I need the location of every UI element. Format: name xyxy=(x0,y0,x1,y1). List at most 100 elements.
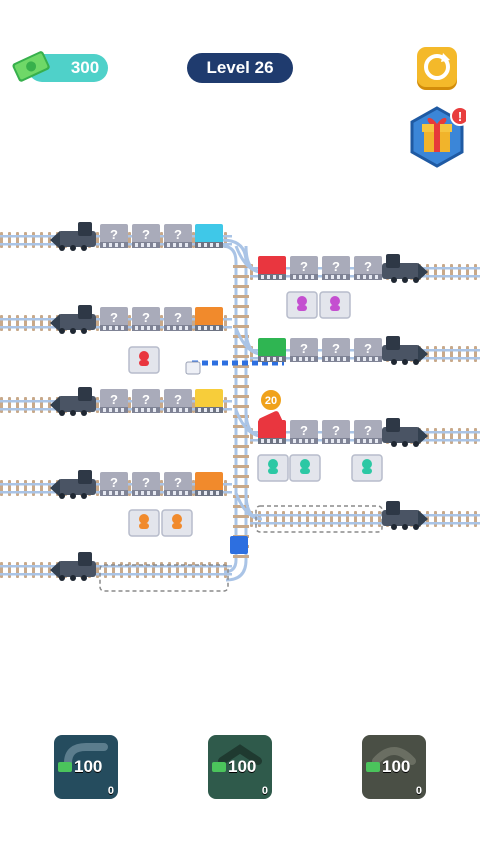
wagon-window xyxy=(299,357,302,361)
cash-value: 300 xyxy=(70,58,100,77)
mystery-label: ? xyxy=(300,259,308,274)
passenger-icon xyxy=(268,459,278,469)
wagon-window xyxy=(115,491,118,495)
mystery-wagon: ? xyxy=(290,256,318,280)
track-tie xyxy=(442,428,445,444)
track-tie xyxy=(192,480,195,496)
wagon-window xyxy=(375,275,378,279)
wagon-window xyxy=(325,275,328,279)
wagon-base xyxy=(258,438,286,444)
mystery-label: ? xyxy=(332,259,340,274)
track-shop-item-3[interactable]: 100 0 xyxy=(362,735,426,799)
wagon-window xyxy=(198,491,201,495)
wagon-window xyxy=(369,439,372,443)
track-tie xyxy=(442,511,445,527)
wagon-window xyxy=(167,491,170,495)
locomotive xyxy=(382,501,428,530)
track-tie xyxy=(160,232,163,248)
track-tie xyxy=(434,346,437,362)
wagon-window xyxy=(167,408,170,412)
wagon-base xyxy=(322,274,350,280)
locomotive-nose xyxy=(50,561,60,579)
switch-tie xyxy=(233,515,249,518)
passenger-icon xyxy=(139,351,149,361)
wagon-window xyxy=(103,243,106,247)
money-icon xyxy=(58,762,72,772)
wagon-window xyxy=(267,439,270,443)
wheel xyxy=(70,410,76,416)
notification-badge-text: ! xyxy=(458,109,462,124)
wagon-body xyxy=(164,472,192,494)
switch-tie xyxy=(233,355,249,358)
track-tie xyxy=(8,397,11,413)
wagon-window xyxy=(267,357,270,361)
wagon-window xyxy=(179,408,182,412)
wheel xyxy=(413,441,419,447)
track-tie xyxy=(458,511,461,527)
track-tie xyxy=(8,562,11,578)
switch-tie xyxy=(233,485,249,488)
wagon-body xyxy=(132,307,160,329)
track-tie xyxy=(40,562,43,578)
wheel xyxy=(70,245,76,251)
passenger-icon xyxy=(300,459,310,469)
wagon-window xyxy=(179,243,182,247)
track-tie xyxy=(378,511,381,527)
wagon-window xyxy=(369,357,372,361)
wagon-body xyxy=(354,420,382,442)
wagon-window xyxy=(185,491,188,495)
locomotive-nose xyxy=(50,479,60,497)
wagon-window xyxy=(173,408,176,412)
wagon-body xyxy=(164,307,192,329)
switch-tie xyxy=(233,445,249,448)
switch-tie xyxy=(233,495,249,498)
track-row-4-right xyxy=(250,511,480,527)
track-tie xyxy=(450,264,453,280)
passenger-body xyxy=(139,360,149,366)
track-shop-item-2[interactable]: 100 0 xyxy=(208,735,272,799)
mystery-wagon: ? xyxy=(132,472,160,496)
track-tie xyxy=(466,428,469,444)
cargo-wagon xyxy=(195,389,223,413)
wagon-base xyxy=(100,325,128,331)
passenger-body xyxy=(172,523,182,529)
wagon-base xyxy=(290,274,318,280)
track-tie xyxy=(266,511,269,527)
wagon-base xyxy=(354,438,382,444)
mystery-label: ? xyxy=(142,227,150,242)
restart-button[interactable] xyxy=(417,47,457,87)
timer-bomb: 20 xyxy=(258,388,284,433)
track-tie xyxy=(434,511,437,527)
wagon-base xyxy=(354,274,382,280)
track-shop-item-1[interactable]: 100 0 xyxy=(54,735,118,799)
track-tie xyxy=(160,397,163,413)
track-tie xyxy=(442,264,445,280)
track-tie xyxy=(160,315,163,331)
locomotive-cab xyxy=(78,305,92,319)
wagon-window xyxy=(121,491,124,495)
rail xyxy=(0,573,232,576)
wagon-window xyxy=(135,243,138,247)
track-tie xyxy=(0,480,3,496)
wheel xyxy=(59,575,65,581)
gift-button[interactable]: ! xyxy=(408,104,470,170)
wagon-window xyxy=(103,491,106,495)
wagon-base xyxy=(100,407,128,413)
wagon-body xyxy=(258,256,286,278)
mystery-wagon: ? xyxy=(132,224,160,248)
wagon-base xyxy=(100,242,128,248)
mystery-label: ? xyxy=(110,310,118,325)
wagon-window xyxy=(331,357,334,361)
wagon-window xyxy=(141,326,144,330)
locomotive-cab xyxy=(386,418,400,432)
wagon-window xyxy=(179,326,182,330)
track-tie xyxy=(0,315,3,331)
track-tie xyxy=(192,562,195,578)
wagon-window xyxy=(153,243,156,247)
locomotive-cab xyxy=(386,336,400,350)
switch-tie xyxy=(233,315,249,318)
wagon-window xyxy=(135,408,138,412)
wheel xyxy=(81,575,87,581)
mystery-label: ? xyxy=(174,475,182,490)
track-tie xyxy=(8,480,11,496)
